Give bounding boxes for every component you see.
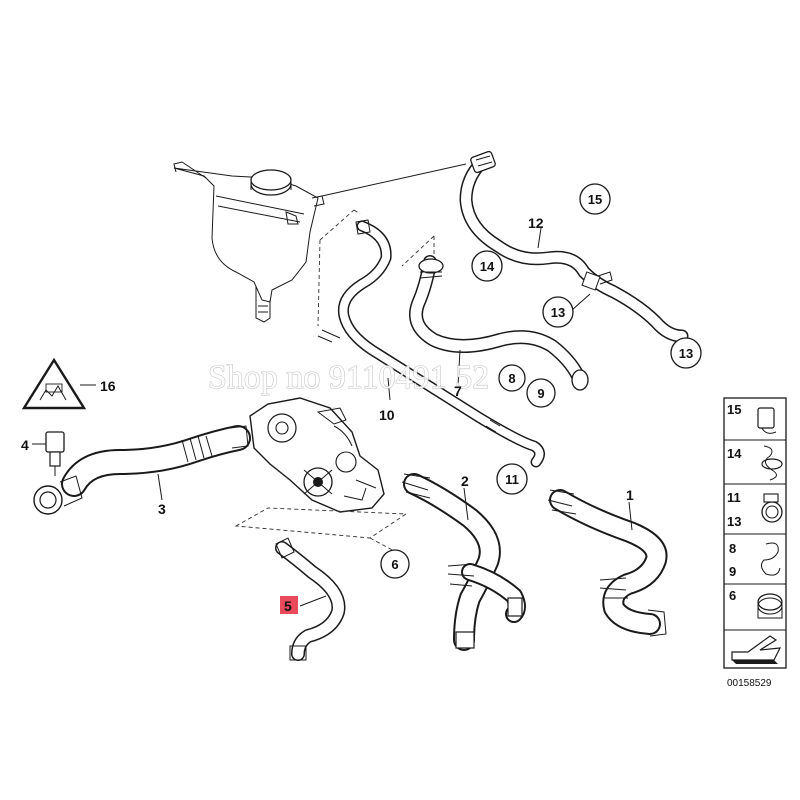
callout-10: 10 bbox=[379, 407, 395, 423]
hose-7 bbox=[409, 255, 589, 391]
callout-16: 16 bbox=[100, 378, 116, 394]
callout-8: 8 bbox=[498, 364, 526, 392]
callout-6: 6 bbox=[380, 549, 410, 579]
spring-clip-icon bbox=[761, 445, 783, 481]
hose-5 bbox=[275, 537, 346, 661]
bracket-lines bbox=[234, 507, 408, 553]
callout-13: 13 bbox=[670, 337, 702, 369]
direction-arrow-icon bbox=[731, 635, 782, 664]
gasket-ring-icon bbox=[757, 593, 783, 619]
svg-text:6: 6 bbox=[391, 557, 398, 572]
hose-10 bbox=[317, 219, 545, 468]
retaining-clip-icon bbox=[760, 542, 781, 576]
callout-11: 11 bbox=[496, 463, 528, 495]
diagram-code: 00158529 bbox=[727, 678, 772, 689]
callout-5: 5 bbox=[284, 598, 292, 614]
temperature-sensor-4 bbox=[45, 431, 65, 476]
legend-label-13: 13 bbox=[727, 514, 741, 529]
legend-label-15: 15 bbox=[727, 402, 741, 417]
legend-label-9: 9 bbox=[729, 564, 736, 579]
svg-text:13: 13 bbox=[551, 305, 565, 320]
legend-label-14: 14 bbox=[727, 446, 742, 461]
callout-14: 14 bbox=[471, 250, 503, 282]
bracket-lines bbox=[317, 209, 435, 327]
warning-label-16 bbox=[21, 357, 87, 410]
callout-15: 15 bbox=[579, 183, 611, 215]
callout-4: 4 bbox=[21, 437, 29, 453]
svg-text:11: 11 bbox=[505, 472, 519, 487]
hose-3 bbox=[33, 425, 251, 515]
water-pump-assembly bbox=[249, 397, 385, 513]
hose-clamp-icon bbox=[761, 493, 783, 523]
hose-12 bbox=[459, 150, 689, 343]
legend-label-11: 11 bbox=[727, 490, 741, 505]
hose-2 bbox=[401, 473, 526, 651]
callout-2: 2 bbox=[461, 473, 469, 489]
callout-12: 12 bbox=[528, 215, 544, 231]
svg-text:14: 14 bbox=[480, 259, 495, 274]
hose-1 bbox=[547, 489, 668, 637]
callout-5-highlight bbox=[280, 596, 298, 614]
watermark-text: Shop no 9110491 52 bbox=[208, 359, 489, 396]
hose-clip-icon bbox=[757, 407, 777, 434]
callout-13: 13 bbox=[542, 296, 574, 328]
legend-label-8: 8 bbox=[729, 541, 736, 556]
callout-7: 7 bbox=[454, 383, 462, 399]
svg-text:9: 9 bbox=[537, 386, 544, 401]
callout-1: 1 bbox=[626, 487, 634, 503]
expansion-tank bbox=[173, 161, 325, 323]
callout-9: 9 bbox=[526, 378, 556, 408]
svg-text:13: 13 bbox=[679, 346, 693, 361]
callout-3: 3 bbox=[158, 501, 166, 517]
leader-line bbox=[321, 163, 467, 197]
callout-leaders bbox=[32, 227, 633, 607]
fastener-legend: 15 14 11 13 8 9 6 bbox=[723, 397, 787, 669]
svg-text:8: 8 bbox=[508, 371, 515, 386]
svg-text:15: 15 bbox=[588, 192, 602, 207]
legend-label-6: 6 bbox=[729, 588, 736, 603]
